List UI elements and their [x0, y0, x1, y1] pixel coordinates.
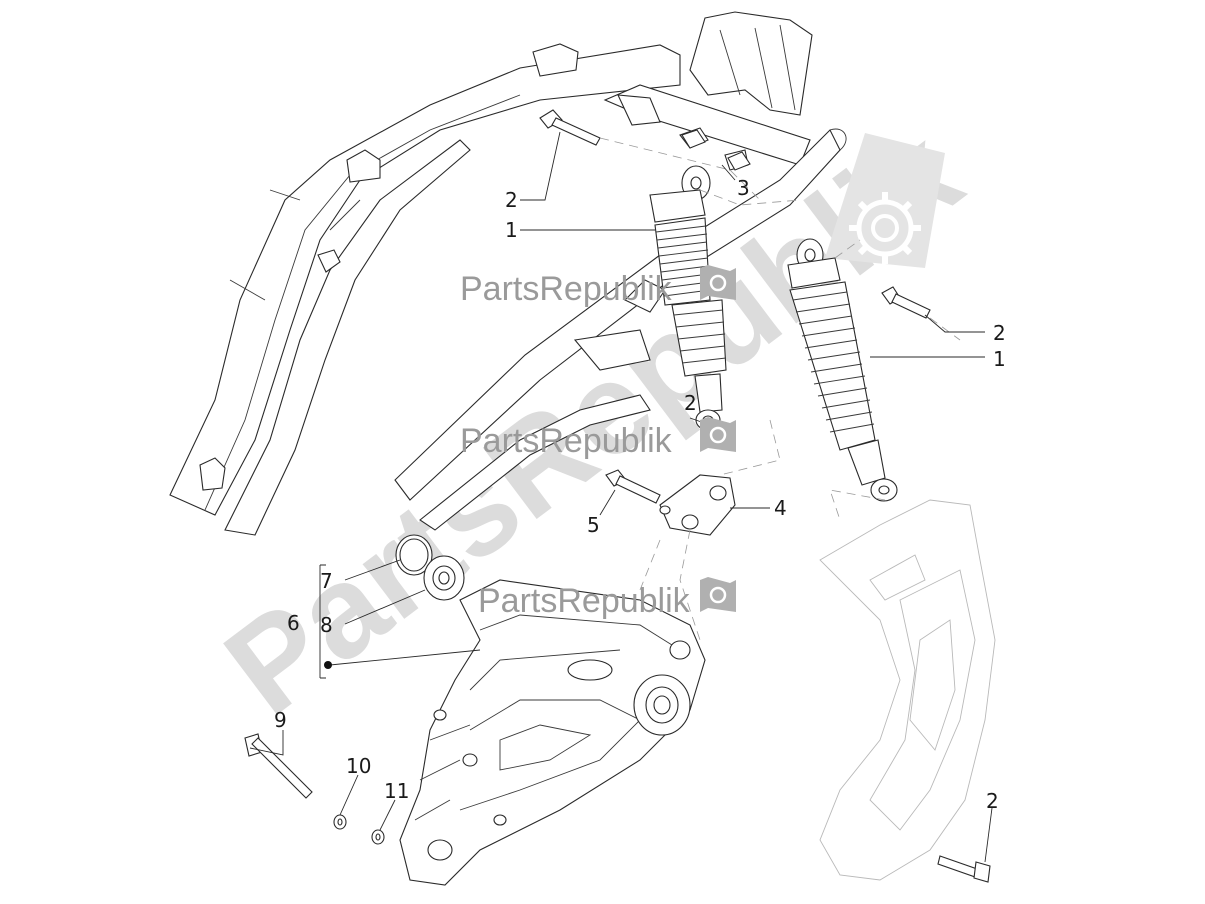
- callout-2-bottom: 2: [986, 789, 999, 813]
- shock-absorber-right: [787, 238, 898, 502]
- washer-10: [333, 814, 347, 830]
- brand-watermark-text-1: PartsRepublik: [460, 270, 673, 308]
- shock-absorber-left: [649, 165, 727, 431]
- callout-11: 11: [384, 779, 409, 803]
- axle-bolt: [244, 733, 313, 799]
- rear-mudguard-ghost: [819, 499, 996, 881]
- bolt-bottom-right: [937, 855, 991, 883]
- callout-6: 6: [287, 611, 300, 635]
- circlip: [395, 534, 433, 576]
- leader-lines: [249, 131, 993, 863]
- bolt-5: [605, 469, 661, 504]
- callout-8: 8: [320, 613, 333, 637]
- bullet-dot: [324, 661, 332, 669]
- callout-2-right: 2: [993, 321, 1006, 345]
- brand-watermark-3: PartsRepublik: [478, 577, 736, 620]
- brand-watermark-1: PartsRepublik: [460, 265, 736, 308]
- shock-bracket: [659, 474, 736, 536]
- washer-11: [371, 829, 385, 845]
- callout-labels: 1 1 2 2 2 2 3 4 5 6 7 8 9 10 11: [274, 176, 1006, 813]
- callout-2-middle: 2: [684, 391, 697, 415]
- callout-9: 9: [274, 708, 287, 732]
- bearing: [423, 555, 465, 601]
- brand-watermark-text-3: PartsRepublik: [478, 582, 691, 620]
- flag-gear-icon: [700, 577, 736, 612]
- flag-gear-icon: [700, 265, 736, 300]
- brand-watermark-2: PartsRepublik: [460, 417, 736, 460]
- callout-1-right: 1: [993, 347, 1006, 371]
- callout-2-top: 2: [505, 188, 518, 212]
- bolt-top-left: [539, 109, 601, 146]
- nut: [681, 129, 751, 171]
- callout-3: 3: [737, 176, 750, 200]
- assembly-lines: [599, 137, 961, 641]
- flag-gear-icon: [700, 417, 736, 452]
- bolt-right: [881, 286, 931, 319]
- gear-icon: [825, 133, 945, 268]
- callout-5: 5: [587, 513, 600, 537]
- callout-4: 4: [774, 496, 787, 520]
- swingarm: [399, 579, 706, 886]
- callout-1-left: 1: [505, 218, 518, 242]
- callout-10: 10: [346, 754, 371, 778]
- brand-watermark-text-2: PartsRepublik: [460, 422, 673, 460]
- callout-7: 7: [320, 569, 333, 593]
- frame: [169, 11, 847, 536]
